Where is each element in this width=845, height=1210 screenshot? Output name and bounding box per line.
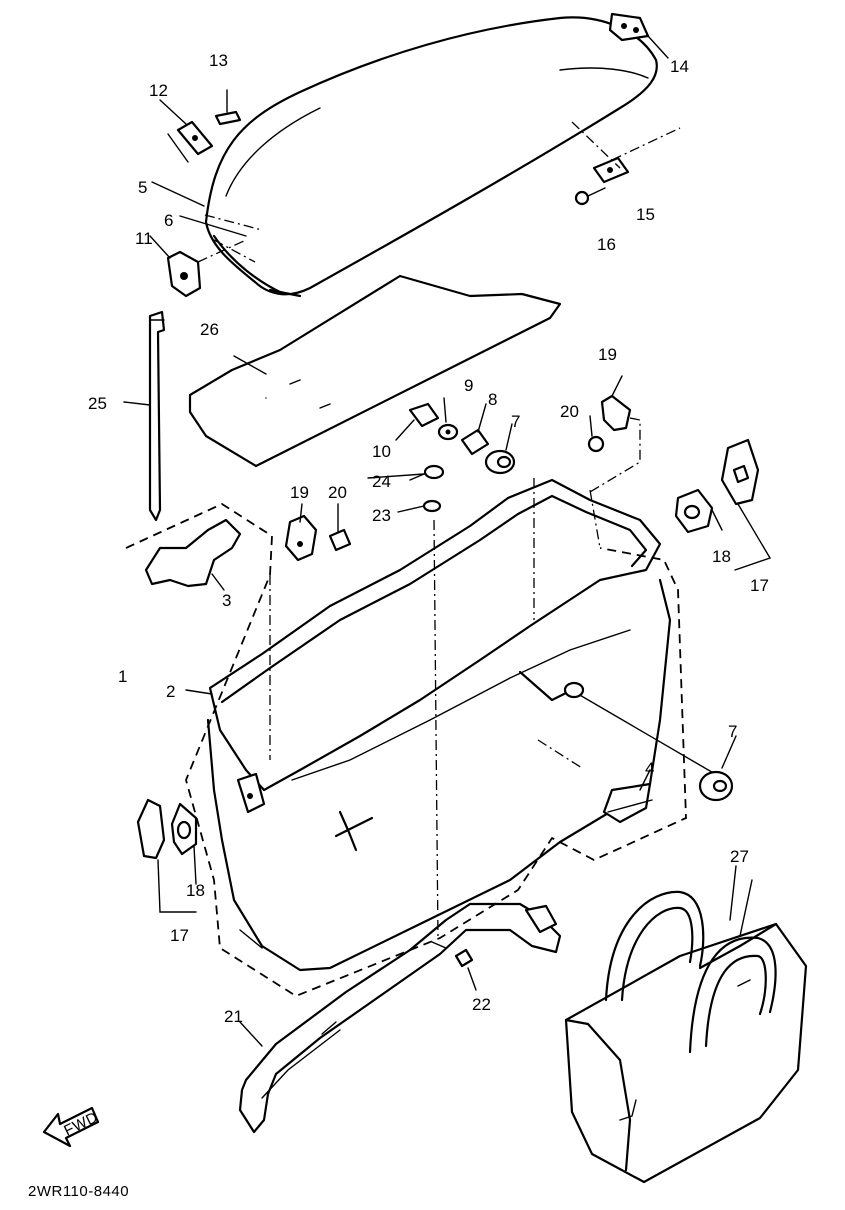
callout-13: 13 [209,51,228,70]
plate-part-12 [167,120,214,163]
callout-17-right: 17 [750,576,769,595]
plate-part-18-right [674,488,714,534]
collar-part-20-left [328,528,352,552]
callout-24: 24 [372,472,391,491]
clip-part-22 [454,948,477,991]
lock-part-17-left [136,798,166,860]
callout-15: 15 [636,205,655,224]
bracket-part-19-left [284,514,318,562]
washer-part-9 [437,423,459,441]
callout-20-left: 20 [328,483,347,502]
pad-part-4 [602,782,653,824]
collar-part-8 [460,428,490,456]
callout-14: 14 [670,57,689,76]
callout-27: 27 [730,847,749,866]
callout-23: 23 [372,506,391,525]
callout-8: 8 [488,390,497,409]
drawing-code: 2WR110-8440 [28,1183,129,1200]
callout-21: 21 [224,1007,243,1026]
lock-part-17-right [720,438,760,506]
stay-part-21 [238,902,562,1134]
plate-part-18-left [170,802,198,856]
callout-2: 2 [166,682,175,701]
callout-22: 22 [472,995,491,1014]
callout-20-right: 20 [560,402,579,421]
front-direction-arrow: FWD [42,1106,101,1148]
callout-25: 25 [88,394,107,413]
callout-6: 6 [164,211,173,230]
bracket-17-right [734,503,772,571]
callout-26: 26 [200,320,219,339]
bracket-part-19-right [600,375,632,432]
callout-16: 16 [597,235,616,254]
leader-18-right [711,509,723,531]
saddlebag-lid [204,16,658,298]
bolt-part-10 [395,402,440,441]
catch-part-11 [166,239,247,298]
callout-12: 12 [149,81,168,100]
leader-lines [149,99,737,1047]
bracket-17-left [157,859,197,913]
collar-part-20-right [587,435,605,453]
callout-18-left: 18 [186,881,205,900]
grommet-part-7 [484,449,516,475]
callout-labels: 1 2 3 4 5 6 7 7 8 9 10 11 12 13 14 15 16… [88,51,769,1026]
callout-1: 1 [118,667,127,686]
screw-part-13 [214,89,242,126]
callout-7-upper: 7 [511,412,520,431]
callout-9: 9 [464,376,473,395]
callout-11: 11 [135,229,153,248]
hinge-part-14 [608,12,669,59]
callout-17-left: 17 [170,926,189,945]
seal-part-3 [144,518,242,588]
saddlebag-case [125,478,723,998]
callout-19-right: 19 [598,345,617,364]
callout-5: 5 [138,178,147,197]
washer-part-23 [422,499,442,513]
leader-18-left [193,845,197,885]
plate-part-15 [571,121,681,184]
callout-7-lower: 7 [728,722,737,741]
callout-3: 3 [222,591,231,610]
callout-18-right: 18 [712,547,731,566]
callout-4: 4 [645,759,654,778]
screw-part-16 [574,187,606,206]
strap-part-25 [123,310,166,522]
lid-liner-part-26 [188,274,562,468]
inner-bag-part-27 [564,879,808,1184]
grommet-part-7-lower [698,770,734,802]
bracket-rod [563,681,585,699]
dashline-upper-right [589,417,641,493]
cap-part-24 [409,464,445,481]
callout-10: 10 [372,442,391,461]
callout-19-left: 19 [290,483,309,502]
